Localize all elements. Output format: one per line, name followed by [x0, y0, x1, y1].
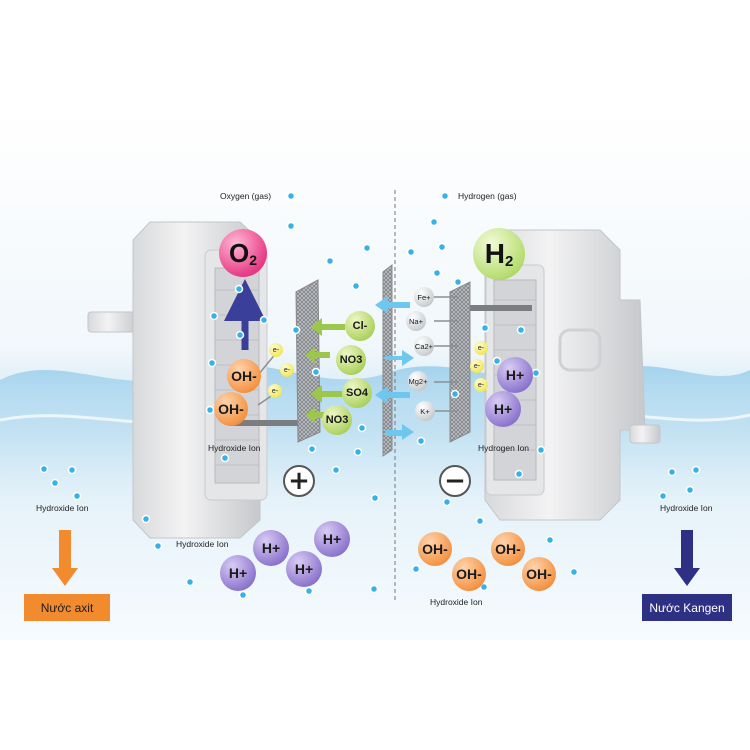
right-mesh-plate	[449, 281, 471, 443]
hydrogen-ion: H+	[286, 551, 322, 587]
hydrogen-ion: H+	[485, 391, 521, 427]
hydrogen-subscript: 2	[504, 253, 514, 270]
kangen-water-box: Nước Kangen	[642, 594, 732, 621]
electron: e-	[280, 363, 294, 377]
hydrogen-gas-label: Hydrogen (gas)	[458, 191, 517, 201]
left-electrode-rod	[230, 420, 310, 426]
chloride-ion: Cl-	[345, 311, 375, 341]
hydrogen-symbol: H	[484, 238, 505, 269]
acid-water-box: Nước axit	[24, 594, 110, 621]
electron: e-	[470, 359, 484, 373]
hydroxide-ion: OH-	[522, 557, 556, 591]
center-membrane	[382, 263, 393, 457]
electron: e-	[269, 343, 283, 357]
cation: K+	[415, 401, 435, 421]
cation: Ca2+	[414, 336, 434, 356]
cation: Na+	[406, 311, 426, 331]
electron: e-	[268, 384, 282, 398]
hydroxide-ion-label-far-left: Hydroxide Ion	[36, 503, 89, 513]
positive-electrode-sign: +	[283, 465, 315, 497]
cation: Mg2+	[408, 371, 428, 391]
electron-lines	[257, 296, 458, 412]
hydroxide-ion: OH-	[418, 532, 452, 566]
hydroxide-ion: OH-	[491, 532, 525, 566]
hydrogen-ion: H+	[497, 357, 533, 393]
electron: e-	[474, 378, 488, 392]
cation: Fe+	[414, 287, 434, 307]
water-bubbles	[39, 191, 701, 600]
hydroxide-ion-label-bottom-left: Hydroxide Ion	[176, 539, 229, 549]
hydroxide-ion-label-far-right: Hydroxide Ion	[660, 503, 713, 513]
hydroxide-ion: OH-	[227, 359, 261, 393]
cation-arrows	[375, 296, 414, 440]
oxygen-subscript: 2	[249, 252, 258, 268]
oxygen-gas-label: Oxygen (gas)	[220, 191, 272, 201]
right-electrode-rod	[462, 305, 532, 311]
hydrogen-ion-label: Hydrogen Ion	[478, 443, 530, 453]
negative-electrode-sign: −	[439, 465, 471, 497]
hydroxide-ion-label-left: Hydroxide Ion	[208, 443, 261, 453]
kangen-output-arrow	[674, 530, 700, 586]
left-mesh-plate	[295, 279, 321, 443]
hydroxide-ion-label-bottom-right: Hydroxide Ion	[430, 597, 483, 607]
oxygen-symbol: O	[228, 237, 250, 268]
hydrogen-ion: H+	[253, 530, 289, 566]
hydrogen-ion: H+	[220, 555, 256, 591]
nitrate-ion: NO3	[322, 405, 352, 435]
electron: e-	[474, 341, 488, 355]
anion-arrows	[305, 318, 345, 423]
hydroxide-ion: OH-	[214, 392, 248, 426]
hydroxide-ion: OH-	[452, 557, 486, 591]
sulfate-ion: SO4	[342, 378, 372, 408]
acid-output-arrow	[52, 530, 78, 586]
hydrogen-ion: H+	[314, 521, 350, 557]
nitrate-ion: NO3	[336, 345, 366, 375]
